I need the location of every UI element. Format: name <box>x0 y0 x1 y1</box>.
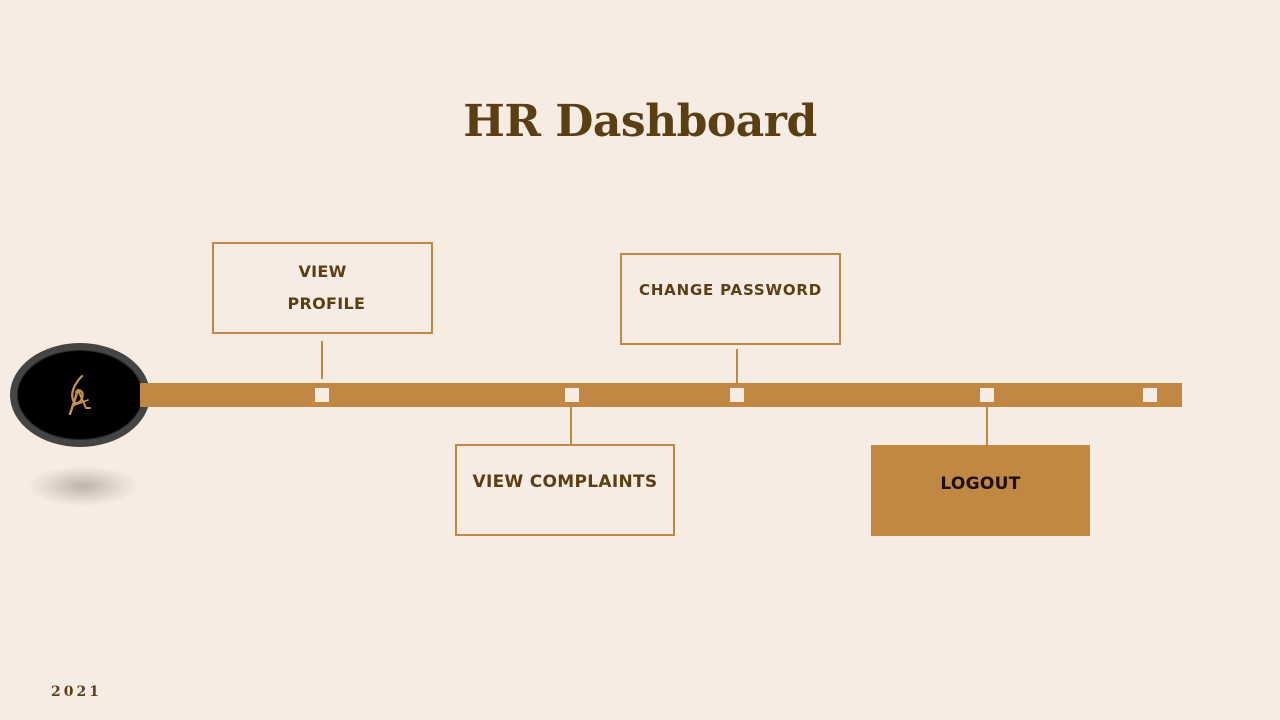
change-password-label: CHANGE PASSWORD <box>639 281 822 299</box>
logo-shadow <box>28 466 138 506</box>
monogram-logo-icon <box>68 374 91 416</box>
view-complaints-label: VIEW COMPLAINTS <box>472 472 658 492</box>
view-complaints-button[interactable]: VIEW COMPLAINTS <box>455 444 675 536</box>
connector-line <box>986 407 988 445</box>
connector-line <box>736 349 738 384</box>
timeline-bar <box>140 383 1182 407</box>
view-profile-label: VIEW PROFILE <box>287 262 366 313</box>
timeline-marker <box>730 388 744 402</box>
timeline-marker <box>1143 388 1157 402</box>
timeline-marker <box>980 388 994 402</box>
connector-line <box>321 341 323 379</box>
timeline-marker <box>315 388 329 402</box>
change-password-button[interactable]: CHANGE PASSWORD <box>620 253 841 345</box>
timeline-marker <box>565 388 579 402</box>
view-profile-button[interactable]: VIEW PROFILE <box>212 242 433 334</box>
connector-line <box>570 407 572 445</box>
logout-label: LOGOUT <box>940 473 1021 494</box>
logout-button[interactable]: LOGOUT <box>871 445 1090 536</box>
page-title: HR Dashboard <box>463 96 817 147</box>
logo-badge <box>10 343 150 447</box>
year-label: 2021 <box>51 684 102 700</box>
